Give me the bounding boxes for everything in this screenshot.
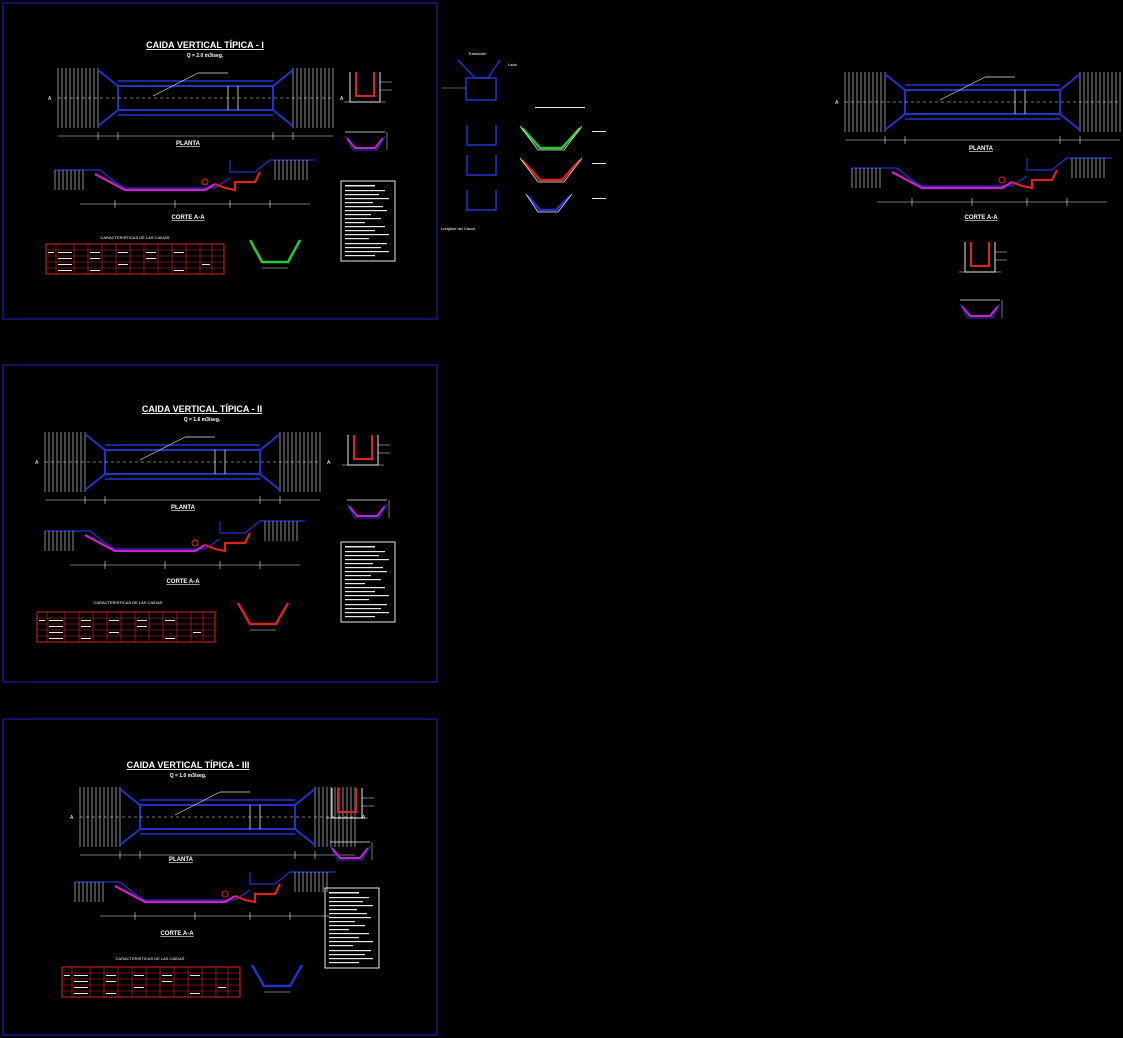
sheet-3: CAIDA VERTICAL TÍPICA - III Q = 1.0 m3/s… (61, 760, 380, 998)
sheet-3-plan-label: PLANTA (169, 857, 194, 863)
sheet-frame-2 (2, 364, 438, 683)
sheet-3-subtitle: Q = 1.0 m3/seg. (170, 773, 207, 779)
sheet-1-title: CAIDA VERTICAL TÍPICA - I (146, 40, 264, 50)
sheet-1-section-label: CORTE A-A (171, 215, 205, 221)
sheet-2-cut-cc (346, 499, 390, 519)
sheet-3-cut-bb (325, 787, 375, 819)
sheet-frame-3 (2, 718, 438, 1036)
sheet-3-title: CAIDA VERTICAL TÍPICA - III (127, 760, 250, 770)
sheet-1-table-title: CARACTERISTICAS DE LAS CAIDAS (101, 235, 170, 240)
detail-right-plan-label: PLANTA (969, 146, 994, 152)
sheet-1: CAIDA VERTICAL TÍPICA - I Q = 2.0 m3/seg… (45, 40, 396, 275)
sheet-2-subtitle: Q = 1.6 m3/seg. (184, 417, 221, 423)
sheet-1-plan (47, 67, 345, 141)
sheet-2-notes (340, 541, 396, 623)
sheet-2-section-label: CORTE A-A (166, 579, 200, 585)
legend-bottom-label: Longitud del Cauce (441, 226, 476, 231)
sheet-3-plan (69, 786, 367, 860)
sheet-3-table-title: CARACTERISTICAS DE LAS CAIDAS (116, 956, 185, 961)
legend-side-label: Lado (508, 62, 518, 67)
sheet-2-section (43, 519, 307, 571)
legend-red-channel (521, 159, 581, 182)
sheet-3-notes (324, 887, 380, 969)
sheet-2-plan-label: PLANTA (171, 505, 196, 511)
sheet-1-notes (340, 180, 396, 262)
legend-top-label: Transición (468, 51, 486, 56)
sheet-3-section-label: CORTE A-A (160, 931, 194, 937)
sheet-2-plan (34, 431, 332, 505)
sheet-2-table-title: CARACTERISTICAS DE LAS CAIDAS (94, 600, 163, 605)
sheet-2: CAIDA VERTICAL TÍPICA - II Q = 1.6 m3/se… (34, 404, 396, 643)
sheet-1-channel-section (248, 239, 302, 264)
sheet-3-table (61, 966, 241, 998)
sheet-1-subtitle: Q = 2.0 m3/seg. (187, 53, 224, 59)
sheet-2-title: CAIDA VERTICAL TÍPICA - II (142, 404, 262, 414)
detail-right-section-label: CORTE A-A (964, 215, 998, 221)
sheet-frame-1 (2, 2, 438, 320)
sheet-1-cut-bb (343, 71, 393, 103)
legend-blue-channel (527, 195, 571, 212)
sheet-1-plan-label: PLANTA (176, 141, 201, 147)
sheet-2-table (36, 611, 216, 643)
sheet-1-section (53, 158, 317, 210)
detail-right: PLANTA CORTE A-A (834, 71, 1123, 319)
sheet-1-cut-cc (344, 131, 388, 151)
sheet-2-cut-bb (341, 434, 391, 466)
legend-panel: Transición Lado Longitud del Cauce (441, 51, 606, 231)
sheet-1-table (45, 243, 225, 275)
sheet-3-section (73, 870, 337, 922)
sheet-2-channel-section (236, 602, 290, 626)
sheet-3-channel-section (250, 964, 304, 988)
legend-green-channel (521, 127, 581, 150)
